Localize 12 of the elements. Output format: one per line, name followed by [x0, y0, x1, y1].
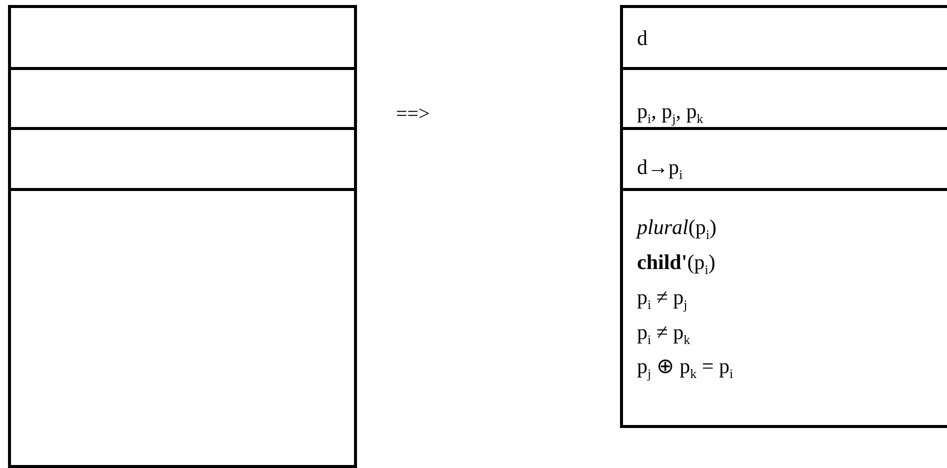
empty-cell — [8, 188, 357, 468]
table-cell — [620, 5, 947, 70]
empty-cell — [8, 127, 357, 191]
table-cell — [620, 188, 947, 428]
formula: child'(p$_{i}$) — [637, 250, 716, 274]
cell-text: d→p$_{i}$ — [637, 155, 683, 179]
formula: plural(p$_{i}$) — [637, 215, 716, 239]
empty-cell — [8, 5, 357, 70]
transform-arrow-text: ==> — [396, 103, 430, 126]
formula: p$_{i}$ ≠ p$_{k}$ — [637, 320, 690, 344]
cell-text: d — [637, 26, 648, 50]
empty-cell — [8, 67, 357, 130]
